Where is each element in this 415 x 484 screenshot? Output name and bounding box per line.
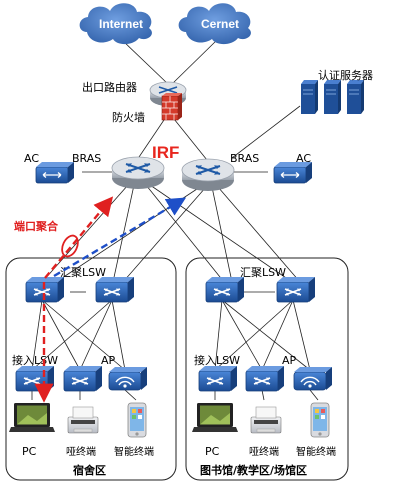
cernet-label: Cernet (201, 17, 239, 31)
library-laptop-icon (192, 403, 238, 432)
library-agg-switch-right-icon (276, 276, 316, 303)
library-ap-label: AP (282, 354, 297, 367)
aggregation-path-blue (53, 197, 187, 278)
dorm-agg-label: 汇聚LSW (60, 266, 106, 279)
dorm-dumb-terminal-label: 哑终端 (66, 445, 96, 458)
ac-left-icon (35, 161, 75, 184)
internet-label: Internet (99, 17, 143, 31)
library-zone-box (185, 257, 349, 481)
firewall-icon (161, 93, 182, 121)
bras-left-label: BRAS (72, 152, 101, 165)
ac-right-icon (273, 161, 313, 184)
library-access-switch-1-icon (198, 365, 238, 392)
dorm-phone-icon (127, 402, 147, 438)
ac-left-label: AC (24, 152, 39, 165)
dorm-smart-terminal-label: 智能终端 (114, 445, 154, 458)
bras-right-label: BRAS (230, 152, 259, 165)
dorm-access-label: 接入LSW (12, 354, 58, 367)
library-smart-terminal-label: 智能终端 (296, 445, 336, 458)
core-switch-right-icon (181, 158, 235, 192)
aggregation-ellipse (61, 234, 79, 258)
dorm-zone-title: 宿舍区 (73, 463, 106, 477)
irf-label: IRF (152, 143, 179, 162)
dorm-access-switch-2-icon (63, 365, 103, 392)
library-access-switch-2-icon (245, 365, 285, 392)
dorm-pc-label: PC (22, 445, 37, 458)
library-dumb-terminal-label: 哑终端 (249, 445, 279, 458)
library-access-label: 接入LSW (194, 354, 240, 367)
internet-cloud-icon: Internet (79, 3, 152, 45)
dorm-agg-switch-right-icon (95, 276, 135, 303)
auth-server-label: 认证服务器 (318, 69, 373, 82)
library-ap-icon (293, 366, 333, 391)
server-icon (300, 79, 365, 115)
dorm-zone-box (5, 257, 177, 481)
library-agg-label: 汇聚LSW (240, 266, 286, 279)
dorm-ap-label: AP (101, 354, 116, 367)
library-zone-title: 图书馆/教学区/场馆区 (200, 463, 307, 477)
link-aggregation-label: 端口聚合 (14, 219, 59, 233)
firewall-label: 防火墙 (112, 110, 145, 124)
library-phone-icon (310, 402, 330, 438)
library-pc-label: PC (205, 445, 220, 458)
ac-right-label: AC (296, 152, 311, 165)
library-printer-icon (250, 406, 282, 434)
dorm-laptop-icon (9, 403, 55, 432)
library-agg-switch-left-icon (205, 276, 245, 303)
exit-router-label: 出口路由器 (82, 80, 137, 94)
dorm-ap-icon (108, 366, 148, 391)
network-links (31, 39, 319, 401)
dorm-printer-icon (67, 406, 99, 434)
dorm-access-switch-1-icon (15, 365, 55, 392)
cernet-cloud-icon: Cernet (178, 3, 251, 45)
